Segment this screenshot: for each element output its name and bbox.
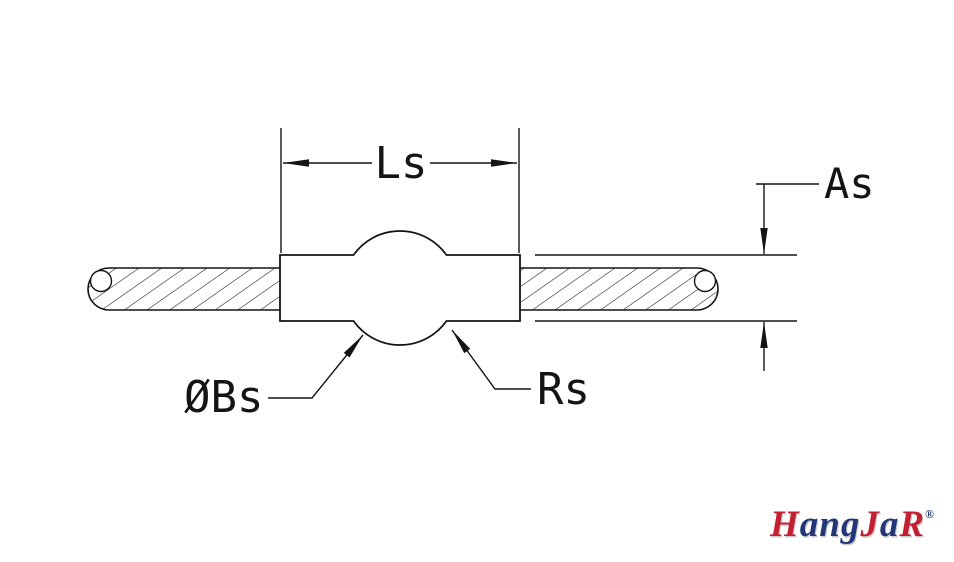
hangjar-logo: HangJaR® [770,506,950,543]
wire-rope-end-right [693,269,717,293]
wire-rope-end-left [89,269,113,293]
logo-letter-group: J [860,504,880,545]
logo-letter-group: H [770,504,800,545]
rs-dimension-label: Rs [537,364,590,415]
logo-letter-group: a [879,504,900,545]
as-dimension-label: As [824,159,875,208]
logo-letter-group: ang [799,504,861,545]
bs-dimension-label: ØBs [184,372,263,423]
swaged-ball-fitting [279,230,521,346]
bs-leader-line [268,334,364,399]
rs-leader-line [451,329,531,390]
ls-dimension-label: Ls [375,138,428,189]
logo-letter-group: R [899,504,926,545]
registered-trademark-icon: ® [925,507,935,521]
